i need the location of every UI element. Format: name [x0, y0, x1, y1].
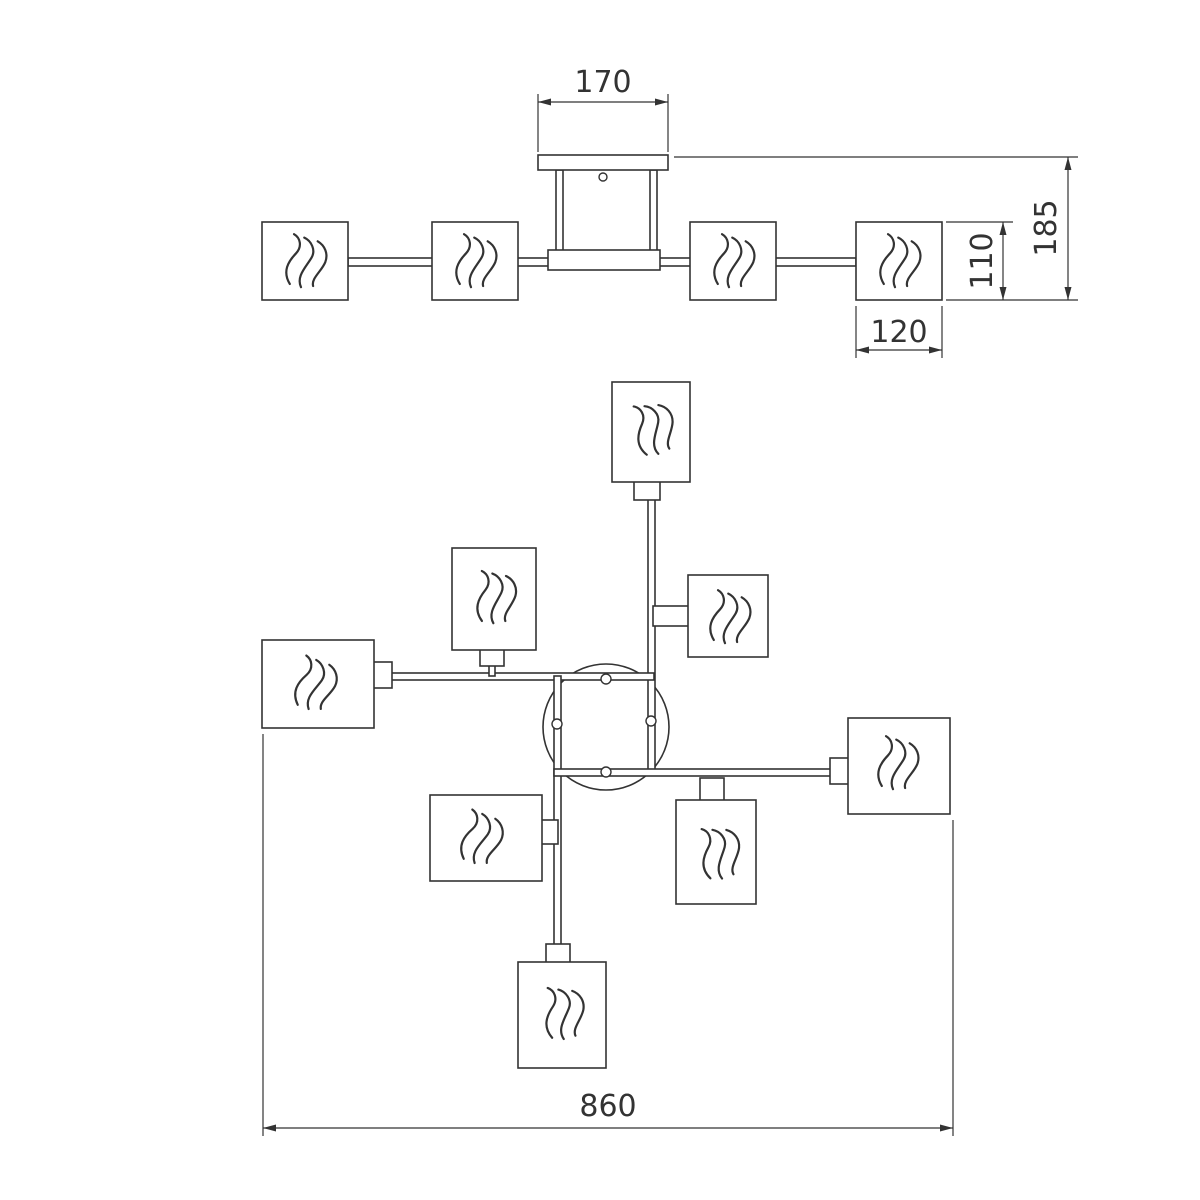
- dimension-shade-width: 120: [855, 306, 943, 358]
- dimension-total-height: 185: [674, 156, 1078, 301]
- lamp-socket: [371, 661, 393, 689]
- plan-shade-lower-right: [675, 799, 757, 905]
- lamp-socket: [652, 605, 690, 627]
- lamp-socket: [633, 479, 661, 501]
- plate-screw: [598, 172, 608, 182]
- stem-left: [555, 169, 564, 257]
- side-shade-1: [261, 221, 349, 301]
- side-shade-2: [431, 221, 519, 301]
- arm-right: [553, 768, 835, 777]
- dimension-overall-width: 860: [262, 734, 954, 1136]
- dimension-label-total-height: 185: [1029, 199, 1064, 256]
- arm-down: [553, 675, 562, 953]
- arm-up: [647, 497, 656, 775]
- side-view: [261, 154, 943, 301]
- screw-hole-left: [551, 718, 563, 730]
- side-shade-4: [855, 221, 943, 301]
- lamp-socket: [545, 943, 571, 965]
- screw-hole-top: [600, 673, 612, 685]
- plan-shade-top: [611, 381, 691, 483]
- canopy-circle: [542, 663, 670, 791]
- dimension-mount-width: 170: [537, 65, 669, 152]
- screw-hole-bottom: [600, 766, 612, 778]
- dimensions: 170 185 110 120 860: [262, 65, 1078, 1136]
- arm-left: [387, 672, 655, 681]
- dimension-label-shade-height: 110: [965, 232, 1000, 289]
- dimension-label-shade-width: 120: [870, 315, 927, 350]
- center-bracket: [547, 249, 661, 271]
- ceiling-plate: [537, 154, 669, 171]
- plan-view: [261, 381, 951, 1069]
- lamp-socket: [699, 777, 725, 803]
- stem-right: [649, 169, 658, 257]
- screw-hole-right: [645, 715, 657, 727]
- dimension-shade-height: 110: [946, 221, 1013, 300]
- lamp-socket: [829, 757, 851, 785]
- plan-shade-upper-right: [687, 574, 769, 658]
- side-shade-3: [689, 221, 777, 301]
- dimension-label-mount-width: 170: [574, 65, 631, 100]
- plan-shade-upper-left: [451, 547, 537, 651]
- plan-shade-bottom: [517, 961, 607, 1069]
- dimension-label-overall-width: 860: [579, 1089, 636, 1124]
